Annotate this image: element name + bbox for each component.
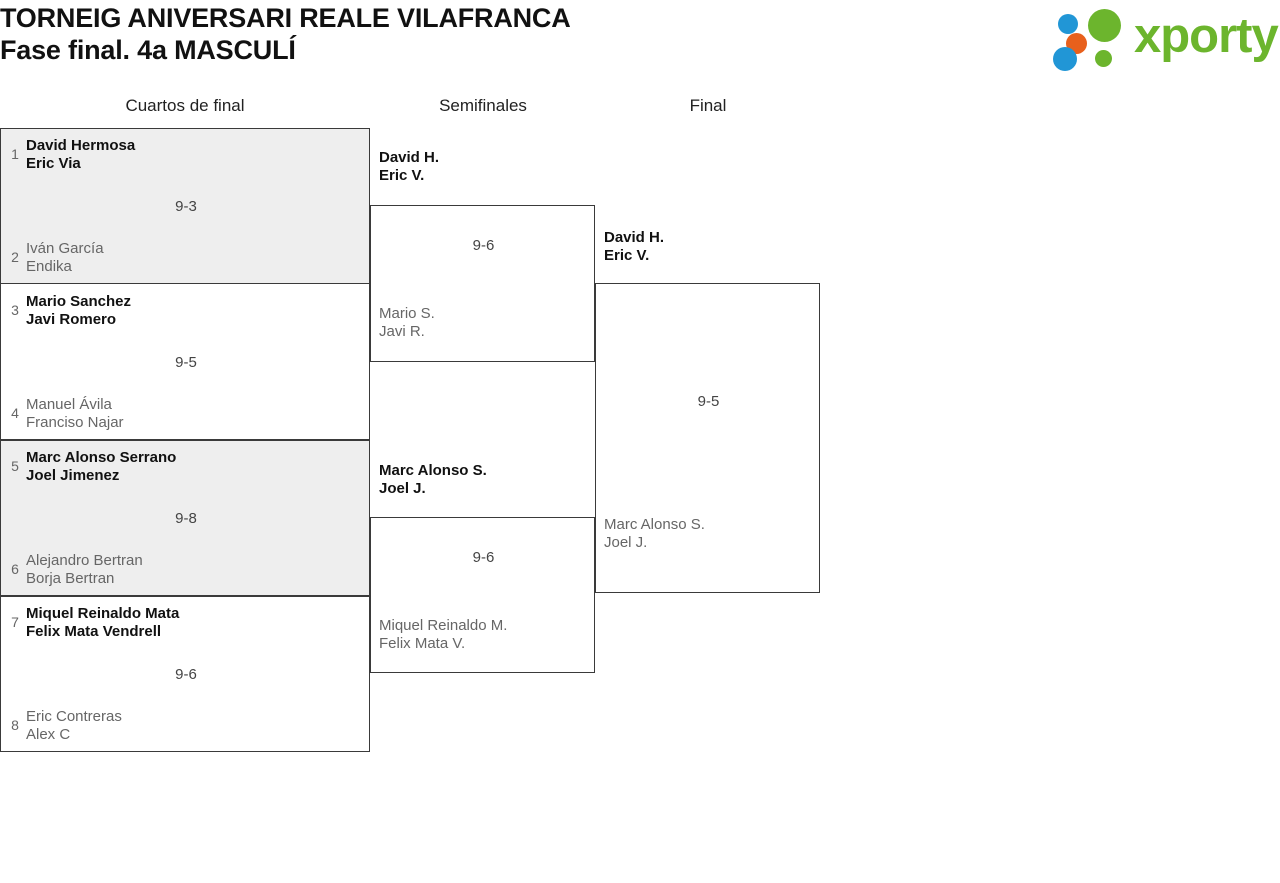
team-bottom-line2: Felix Mata V. bbox=[379, 635, 466, 652]
team-top-line2: Joel J. bbox=[379, 480, 426, 497]
team-top-line2: Eric Via bbox=[26, 155, 81, 172]
team-top-line1: David Hermosa bbox=[26, 137, 136, 154]
team-top-line1: Miquel Reinaldo Mata bbox=[26, 605, 180, 622]
seed-number: 6 bbox=[11, 561, 19, 577]
team-bottom-line2: Endika bbox=[26, 258, 72, 275]
seed-number: 5 bbox=[11, 458, 19, 474]
team-bottom-line1: Miquel Reinaldo M. bbox=[379, 617, 508, 634]
team-top-line2: Joel Jimenez bbox=[26, 467, 120, 484]
logo-dot-green-large bbox=[1088, 9, 1121, 42]
seed-number: 7 bbox=[11, 614, 19, 630]
page-title: TORNEIG ANIVERSARI REALE VILAFRANCA Fase… bbox=[0, 2, 900, 66]
match-qf-1[interactable]: 1 David Hermosa Eric Via 9-3 2 Iván Garc… bbox=[0, 128, 370, 284]
xporty-logo[interactable]: xporty bbox=[1048, 6, 1279, 71]
team-top-line1: David H. bbox=[379, 149, 440, 166]
tournament-phase: Fase final. 4a MASCULÍ bbox=[0, 35, 296, 65]
match-score: 9-6 bbox=[472, 237, 495, 254]
match-score: 9-6 bbox=[175, 666, 197, 683]
seed-number: 8 bbox=[11, 717, 19, 733]
team-bottom-line1: Alejandro Bertran bbox=[26, 552, 143, 569]
match-score: 9-5 bbox=[697, 393, 720, 410]
team-bottom-line1: Marc Alonso S. bbox=[604, 516, 705, 533]
match-score: 9-3 bbox=[175, 198, 197, 215]
match-sf-1[interactable]: David H. Eric V. 9-6 Mario S. Javi R. bbox=[370, 149, 595, 362]
team-top-line1: Marc Alonso Serrano bbox=[26, 449, 177, 466]
logo-dot-blue-bottom bbox=[1053, 47, 1077, 71]
team-top-line1: Mario Sanchez bbox=[26, 293, 132, 310]
team-bottom-line1: Manuel Ávila bbox=[26, 396, 112, 413]
team-top-line2: Eric V. bbox=[604, 247, 650, 264]
tournament-name: TORNEIG ANIVERSARI REALE VILAFRANCA bbox=[0, 3, 571, 33]
match-qf-2[interactable]: 3 Mario Sanchez Javi Romero 9-5 4 Manuel… bbox=[0, 283, 370, 440]
logo-dot-blue-top bbox=[1058, 14, 1078, 34]
match-sf-2[interactable]: Marc Alonso S. Joel J. 9-6 Miquel Reinal… bbox=[370, 462, 595, 673]
team-bottom-line2: Alex C bbox=[26, 726, 71, 743]
match-score: 9-5 bbox=[175, 354, 197, 371]
round-header-quarterfinals: Cuartos de final bbox=[125, 96, 245, 115]
match-qf-3[interactable]: 5 Marc Alonso Serrano Joel Jimenez 9-8 6… bbox=[0, 440, 370, 596]
team-bottom-line2: Joel J. bbox=[604, 534, 648, 551]
seed-number: 1 bbox=[11, 146, 19, 162]
team-bottom-line2: Franciso Najar bbox=[26, 414, 124, 431]
seed-number: 2 bbox=[11, 249, 19, 265]
round-header-final: Final bbox=[689, 96, 727, 115]
team-top-line1: David H. bbox=[604, 229, 665, 246]
logo-wordmark: xporty bbox=[1134, 9, 1279, 63]
team-top-line1: Marc Alonso S. bbox=[379, 462, 487, 479]
match-qf-4[interactable]: 7 Miquel Reinaldo Mata Felix Mata Vendre… bbox=[0, 596, 370, 752]
seed-number: 4 bbox=[11, 405, 19, 421]
team-bottom-line2: Borja Bertran bbox=[26, 570, 115, 587]
match-final[interactable]: David H. Eric V. 9-5 Marc Alonso S. Joel… bbox=[595, 229, 820, 593]
logo-dot-green-small bbox=[1095, 50, 1112, 67]
team-top-line2: Eric V. bbox=[379, 167, 425, 184]
match-score: 9-8 bbox=[175, 510, 197, 527]
team-bottom-line1: Iván García bbox=[26, 240, 104, 257]
team-bottom-line2: Javi R. bbox=[379, 323, 425, 340]
team-bottom-line1: Eric Contreras bbox=[26, 708, 122, 725]
team-top-line2: Felix Mata Vendrell bbox=[26, 623, 162, 640]
seed-number: 3 bbox=[11, 302, 19, 318]
team-top-line2: Javi Romero bbox=[26, 311, 117, 328]
match-score: 9-6 bbox=[472, 549, 495, 566]
round-header-semifinals: Semifinales bbox=[439, 96, 527, 115]
team-bottom-line1: Mario S. bbox=[379, 305, 435, 322]
